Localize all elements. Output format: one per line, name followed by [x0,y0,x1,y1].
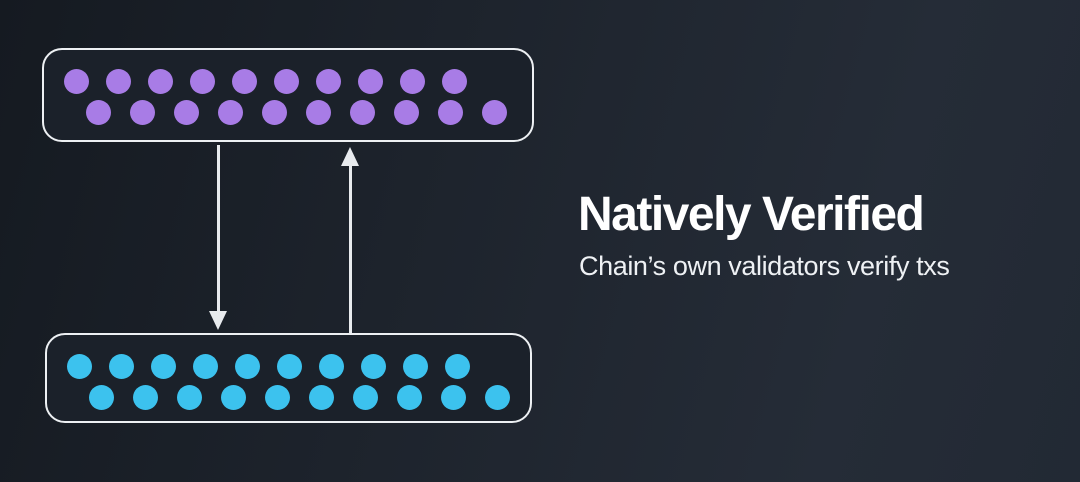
arrow-down-head-icon [209,311,227,330]
source-chain-validator-box [42,48,534,142]
validator-dot [64,69,89,94]
arrow-up-line [348,166,352,334]
page-subtitle: Chain’s own validators verify txs [579,250,950,281]
validator-dot [235,354,260,379]
validator-dot [403,354,428,379]
validator-dot-row [67,354,530,379]
validator-dot [394,100,419,125]
validator-dot [442,69,467,94]
validator-dot [106,69,131,94]
validator-dot [86,100,111,125]
validator-dot [358,69,383,94]
validator-dot [174,100,199,125]
arrow-down-line [216,145,220,311]
validator-dot [482,100,507,125]
validator-dot [274,69,299,94]
validator-dot [193,354,218,379]
validator-dot [485,385,510,410]
validator-dot [67,354,92,379]
validator-dot [353,385,378,410]
caption: Natively Verified Chain’s own validators… [578,188,950,282]
validator-dot [151,354,176,379]
validator-dot [397,385,422,410]
validator-dot [177,385,202,410]
validator-dot [221,385,246,410]
validator-dot [218,100,243,125]
validator-dot-row [64,69,532,94]
validator-dot [319,354,344,379]
validator-dot-row [89,385,530,410]
validator-dot [361,354,386,379]
validator-dot [130,100,155,125]
validator-dot [262,100,287,125]
validator-dot [309,385,334,410]
arrow-up-head-icon [341,147,359,166]
validator-dot [190,69,215,94]
validator-dot [89,385,114,410]
validator-dot [148,69,173,94]
validator-dot [133,385,158,410]
validator-dot-row [86,100,532,125]
validator-dot [441,385,466,410]
destination-chain-validator-box [45,333,532,423]
validator-dot [277,354,302,379]
validator-dot [316,69,341,94]
validator-dot [109,354,134,379]
page-title: Natively Verified [578,188,925,241]
validator-dot [306,100,331,125]
validator-dot [400,69,425,94]
validator-dot [265,385,290,410]
validator-dot [445,354,470,379]
validator-dot [438,100,463,125]
arrow-down [209,145,227,330]
validator-dot [232,69,257,94]
arrow-up [341,147,359,334]
validator-dot [350,100,375,125]
